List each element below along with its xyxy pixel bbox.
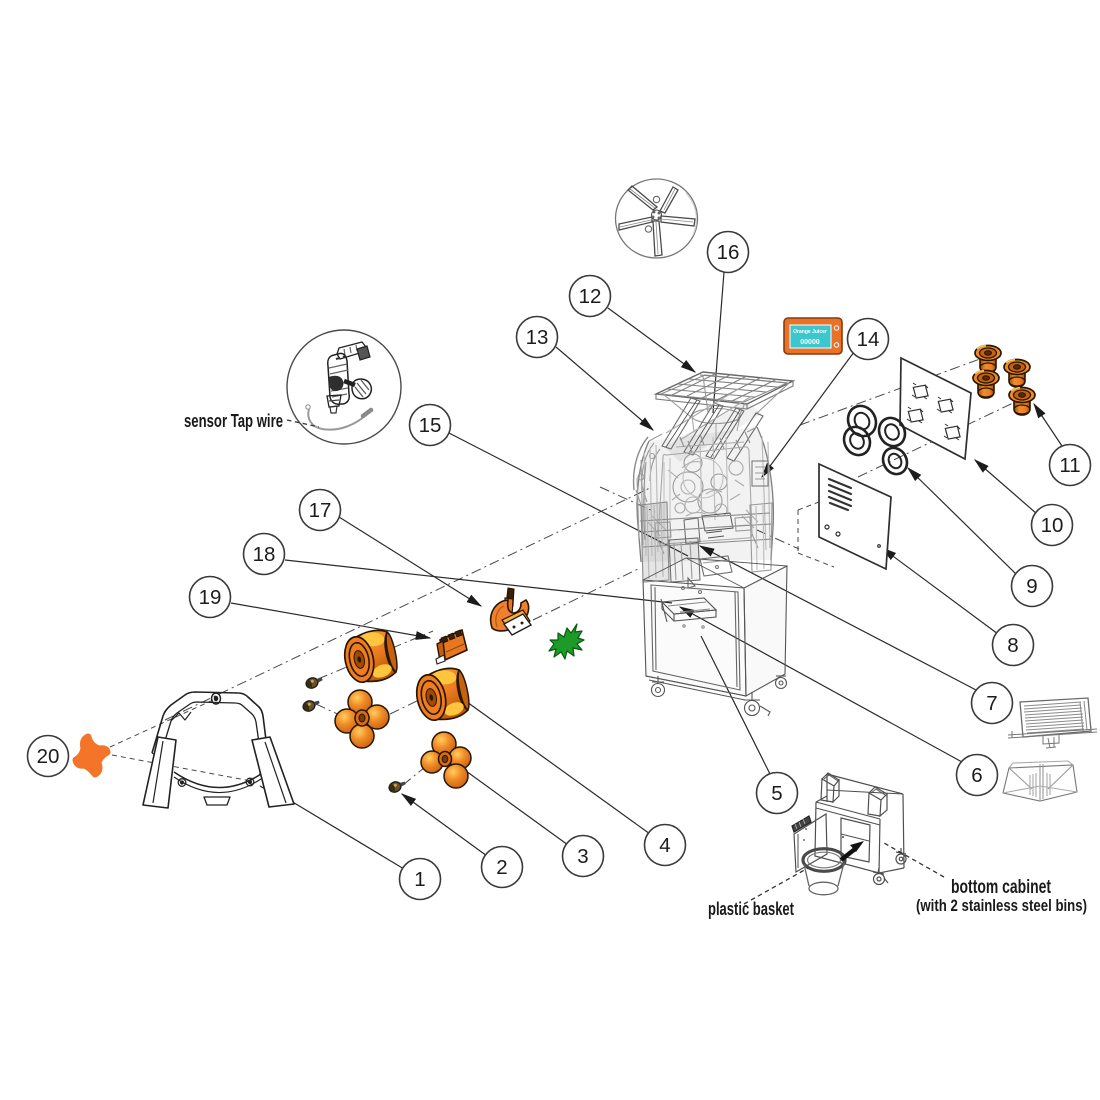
- svg-text:bottom cabinet: bottom cabinet: [951, 877, 1051, 898]
- svg-text:19: 19: [199, 586, 222, 609]
- svg-text:11: 11: [1059, 454, 1080, 477]
- svg-text:(with 2 stainless steel bins): (with 2 stainless steel bins): [916, 896, 1087, 915]
- svg-text:16: 16: [717, 241, 740, 264]
- svg-text:14: 14: [857, 328, 880, 351]
- svg-text:15: 15: [419, 414, 442, 437]
- svg-text:10: 10: [1041, 514, 1064, 537]
- svg-text:3: 3: [577, 845, 588, 868]
- svg-text:4: 4: [659, 834, 670, 857]
- svg-text:2: 2: [496, 856, 507, 879]
- svg-text:1: 1: [414, 868, 425, 891]
- svg-text:sensor Tap wire: sensor Tap wire: [184, 411, 283, 431]
- svg-text:8: 8: [1007, 634, 1018, 657]
- svg-text:7: 7: [986, 692, 997, 715]
- svg-text:17: 17: [309, 499, 332, 522]
- svg-text:18: 18: [253, 543, 276, 566]
- svg-text:6: 6: [971, 764, 982, 787]
- svg-text:9: 9: [1026, 575, 1037, 598]
- svg-text:Orange Juicer: Orange Juicer: [793, 329, 827, 335]
- svg-text:20: 20: [37, 745, 60, 768]
- svg-text:00000: 00000: [800, 339, 820, 346]
- svg-text:12: 12: [579, 285, 602, 308]
- svg-text:plastic basket: plastic basket: [708, 899, 794, 919]
- svg-text:5: 5: [771, 782, 782, 805]
- svg-text:13: 13: [526, 326, 549, 349]
